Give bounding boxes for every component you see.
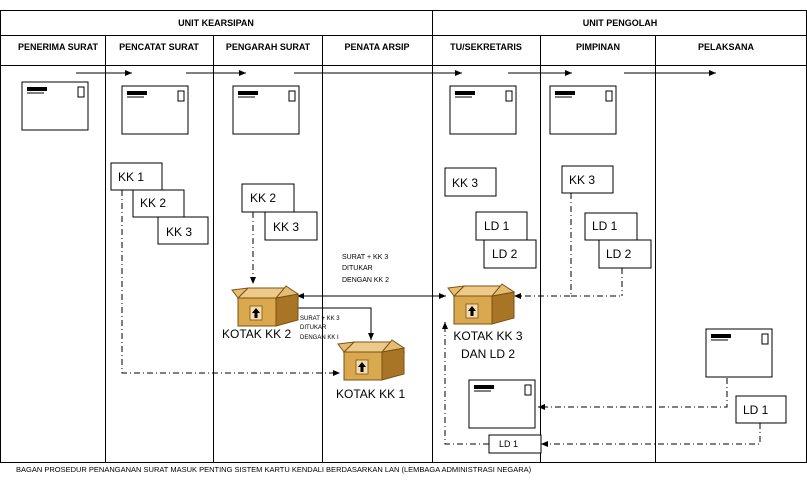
card-kk3: KK 3: [444, 167, 497, 197]
col-tu-sekretaris: TU/SEKRETARIS: [450, 42, 522, 52]
svg-text:KK 3: KK 3: [273, 220, 299, 234]
svg-text:LD 1: LD 1: [484, 219, 510, 233]
svg-text:SURAT + KK 3: SURAT + KK 3: [300, 316, 340, 322]
col-pelaksana: PELAKSANA: [698, 42, 755, 52]
card-ld2: LD 2: [598, 239, 652, 269]
kotak-kk3-label-line2: DAN LD 2: [461, 347, 515, 361]
card-ld1: LD 1: [475, 211, 528, 241]
svg-text:KK 3: KK 3: [166, 225, 192, 239]
col-pencatat-surat: PENCATAT SURAT: [119, 42, 199, 52]
unit-pengolah-header: UNIT PENGOLAH: [583, 18, 658, 28]
unit-kearsipan-header: UNIT KEARSIPAN: [178, 18, 254, 28]
kotak-kk1-label: KOTAK KK 1: [336, 387, 405, 401]
svg-text:KK 2: KK 2: [250, 191, 276, 205]
archive-box-icon: [231, 285, 299, 327]
svg-text:LD 2: LD 2: [492, 247, 518, 261]
svg-text:DITUKAR: DITUKAR: [342, 265, 373, 272]
card-ld2: LD 2: [483, 239, 537, 269]
svg-text:LD 2: LD 2: [606, 247, 632, 261]
svg-text:SURAT + KK 3: SURAT + KK 3: [342, 254, 388, 261]
archive-box-icon: [337, 339, 405, 381]
card-kk3: KK 3: [157, 216, 209, 245]
svg-text:DENGAN KK I: DENGAN KK I: [300, 335, 339, 341]
note-exchange-kk1: SURAT + KK 3 DITUKAR DENGAN KK I: [300, 316, 340, 341]
col-penerima-surat: PENERIMA SURAT: [18, 42, 99, 52]
envelope-icon: [549, 85, 617, 135]
envelope-icon: [449, 85, 517, 135]
diagram-caption: BAGAN PROSEDUR PENANGANAN SURAT MASUK PE…: [16, 465, 532, 474]
svg-text:LD 1: LD 1: [499, 439, 518, 449]
card-kk3: KK 3: [264, 211, 318, 241]
svg-text:LD 1: LD 1: [592, 219, 618, 233]
kotak-kk2-label: KOTAK KK 2: [222, 327, 291, 341]
card-ld1: LD 1: [735, 395, 787, 424]
svg-text:DENGAN KK 2: DENGAN KK 2: [342, 277, 389, 284]
svg-text:DITUKAR: DITUKAR: [300, 325, 327, 331]
svg-text:KK 3: KK 3: [569, 173, 595, 187]
archive-box-icon: [447, 283, 515, 325]
card-kk2: KK 2: [132, 189, 185, 218]
envelope-icon: [21, 81, 89, 131]
card-kk3: KK 3: [561, 165, 614, 194]
envelope-icon: [121, 85, 189, 135]
kotak-kk3-label: KOTAK KK 3: [453, 329, 522, 343]
note-exchange-kk2: SURAT + KK 3 DITUKAR DENGAN KK 2: [342, 254, 389, 284]
col-pengarah-surat: PENGARAH SURAT: [226, 42, 311, 52]
svg-text:KK 1: KK 1: [118, 170, 144, 184]
card-kk1: KK 1: [110, 162, 163, 191]
swimlane-grid: [0, 10, 807, 463]
svg-text:KK 2: KK 2: [140, 196, 166, 210]
envelope-icon: [232, 85, 300, 135]
envelope-icon: [705, 328, 773, 378]
exchange-arrow: [298, 307, 374, 340]
col-pimpinan: PIMPINAN: [576, 42, 620, 52]
card-ld1: LD 1: [584, 212, 638, 241]
card-flow-lines: [121, 190, 761, 447]
envelope-icon: [468, 379, 536, 429]
col-penata-arsip: PENATA ARSIP: [344, 42, 409, 52]
svg-text:KK 3: KK 3: [452, 176, 478, 190]
svg-text:LD 1: LD 1: [743, 403, 769, 417]
card-ld1-small: LD 1: [488, 434, 542, 454]
card-kk2: KK 2: [241, 183, 295, 213]
